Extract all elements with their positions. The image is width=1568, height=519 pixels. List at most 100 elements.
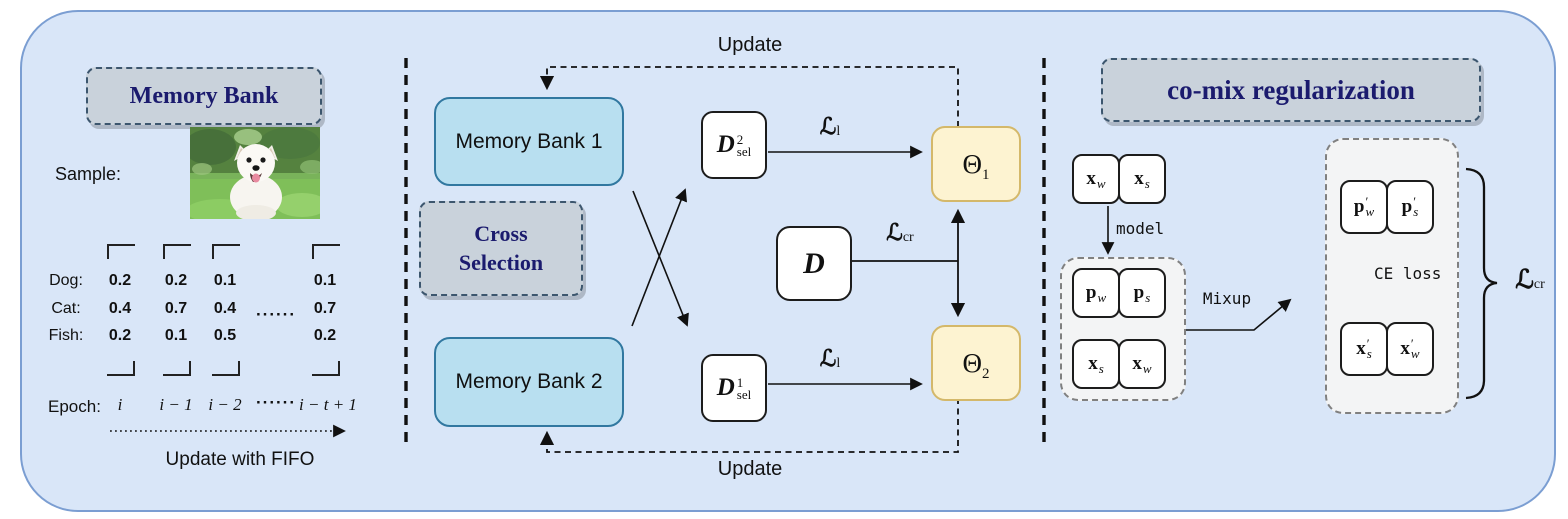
p-w-base: p (1085, 282, 1097, 303)
d-sel-1-sup: 1 (736, 375, 744, 391)
epoch-ellipsis: ······ (256, 393, 296, 412)
table-cell: 0.1 (313, 272, 337, 289)
table-cell: 0.2 (108, 327, 132, 344)
theta-1-base: Θ (962, 148, 983, 179)
fifo-label: Update with FIFO (165, 449, 315, 470)
epoch-label: Epoch: (48, 397, 101, 416)
d-sel-1-sub: sel (736, 387, 752, 402)
memory-bank-1-box: Memory Bank 1 (434, 97, 624, 186)
d-sel-2-sup: 2 (736, 132, 744, 148)
p-w-prime-box: p ′w (1340, 180, 1388, 234)
memory-bank-title-box: Memory Bank (86, 67, 322, 125)
matrix-bracket-bottom (163, 361, 191, 376)
loss-cr-middle-base: ℒ (886, 220, 903, 245)
model-label: model (1116, 219, 1165, 238)
d-sel-1-box: D 1 sel (701, 354, 767, 422)
matrix-bracket-top (107, 244, 135, 259)
table-cell: 0.7 (313, 300, 337, 317)
cross-selection-label: Cross Selection (459, 220, 543, 277)
x-w-base: x (1086, 168, 1096, 189)
p-w-prime-base: p (1353, 196, 1365, 217)
p-s-prime-mark: ′ (1413, 193, 1417, 209)
matrix-bracket-top (212, 244, 240, 259)
memory-bank-2-label: Memory Bank 2 (455, 370, 603, 393)
p-s-prime-base: p (1401, 196, 1413, 217)
epoch-value: i (117, 395, 123, 414)
dataset-box: D (776, 226, 852, 301)
theta-2-sub: 2 (982, 365, 990, 382)
loss-l-top-sub: l (836, 124, 841, 139)
loss-cr-right-base: ℒ (1515, 265, 1534, 294)
mixup-label: Mixup (1202, 289, 1252, 308)
x-s-prime-base: x (1356, 338, 1366, 359)
xs-xw-prime-pair: x ′s x ′w (1340, 322, 1434, 376)
x-w2-base: x (1132, 353, 1142, 374)
x-w-prime-mark: ′ (1410, 335, 1414, 351)
x-w-prime-sub: w (1410, 346, 1420, 361)
x-s-prime-box: x ′s (1340, 322, 1388, 376)
x-s2-base: x (1088, 353, 1098, 374)
loss-cr-middle-sub: cr (902, 230, 914, 245)
table-ellipsis: ······ (256, 305, 296, 324)
p-s-base: p (1133, 282, 1145, 303)
matrix-bracket-bottom (212, 361, 240, 376)
sample-label: Sample: (55, 164, 122, 184)
epoch-value: i − t + 1 (299, 395, 357, 414)
p-w-prime-mark: ′ (1365, 193, 1369, 209)
matrix-bracket-top (163, 244, 191, 259)
table-cell: 0.1 (213, 272, 237, 289)
d-sel-1-scripts: 1 sel (736, 375, 752, 402)
d-sel-2-sub: sel (736, 144, 752, 159)
x-s-prime-sub: s (1366, 346, 1372, 361)
cross-selection-line1: Cross (474, 220, 528, 246)
table-cell: 0.2 (164, 272, 188, 289)
loss-l-bottom-base: ℒ (819, 346, 837, 371)
epoch-value: i − 2 (208, 395, 242, 414)
memory-bank-1-label: Memory Bank 1 (455, 129, 603, 153)
table-cell: 0.2 (313, 327, 337, 344)
d-sel-1-symbol: D (716, 374, 735, 401)
sample-dog-image (190, 127, 320, 219)
theta-1-box: Θ1 (931, 126, 1021, 202)
update-top-label: Update (717, 34, 783, 56)
ce-loss-label: CE loss (1374, 264, 1442, 283)
p-s-prime-sub: s (1413, 204, 1419, 219)
p-w-sub: w (1097, 290, 1107, 305)
row-label-dog: Dog: (49, 272, 83, 289)
table-cell: 0.2 (108, 272, 132, 289)
p-s-prime-scripts: ′s (1413, 193, 1419, 219)
loss-l-top-base: ℒ (819, 114, 837, 139)
comix-title-box: co-mix regularization (1101, 58, 1481, 122)
cross-selection-line2: Selection (458, 249, 544, 275)
matrix-bracket-bottom (107, 361, 135, 376)
table-cell: 0.4 (213, 300, 237, 317)
dataset-symbol: D (803, 246, 825, 280)
x-w-prime-base: x (1400, 338, 1410, 359)
theta-1-label: Θ1 (962, 148, 990, 183)
x-w-prime-scripts: ′w (1410, 335, 1420, 361)
theta-2-base: Θ (962, 347, 983, 378)
x-s2-sub: s (1098, 361, 1104, 376)
p-s-prime-box: p ′s (1386, 180, 1434, 234)
d-sel-2-scripts: 2 sel (736, 132, 752, 159)
x-s-sub: s (1144, 176, 1150, 191)
row-label-cat: Cat: (51, 300, 81, 317)
theta-2-box: Θ2 (931, 325, 1021, 401)
matrix-bracket-bottom (312, 361, 340, 376)
table-cell: 0.7 (164, 300, 188, 317)
d-sel-2-box: D 2 sel (701, 111, 767, 179)
loss-l-bottom-sub: l (836, 356, 841, 371)
p-w-prime-sub: w (1365, 204, 1375, 219)
